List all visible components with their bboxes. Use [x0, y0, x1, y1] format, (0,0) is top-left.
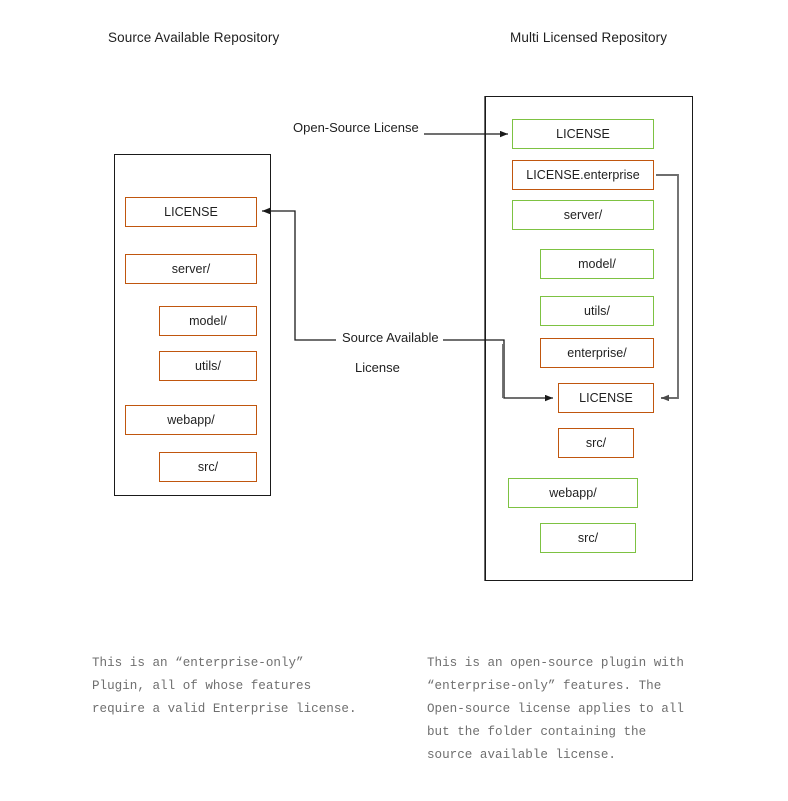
right-repository-caption: This is an open-source plugin with “ente…	[427, 656, 684, 762]
right-file-enterprise[interactable]: enterprise/	[540, 338, 654, 368]
right-file-webapp-src[interactable]: src/	[540, 523, 636, 553]
right-file-license-enterprise[interactable]: LICENSE.enterprise	[512, 160, 654, 190]
right-file-webapp[interactable]: webapp/	[508, 478, 638, 508]
left-file-src[interactable]: src/	[159, 452, 257, 482]
right-file-server[interactable]: server/	[512, 200, 654, 230]
right-repository-title: Multi Licensed Repository	[510, 30, 668, 45]
right-file-model[interactable]: model/	[540, 249, 654, 279]
open-source-license-label: Open-Source License	[293, 120, 419, 135]
left-file-utils[interactable]: utils/	[159, 351, 257, 381]
right-file-enterprise-src[interactable]: src/	[558, 428, 634, 458]
left-repository-title: Source Available Repository	[108, 30, 280, 45]
source-available-license-label-line2: License	[355, 360, 400, 375]
left-repository-caption: This is an “enterprise-only” Plugin, all…	[92, 656, 357, 716]
edge-source-available-to-left-license	[262, 207, 336, 341]
right-file-enterprise-license[interactable]: LICENSE	[558, 383, 654, 413]
source-available-license-label-line1: Source Available	[342, 330, 439, 345]
left-file-license[interactable]: LICENSE	[125, 197, 257, 227]
right-file-utils[interactable]: utils/	[540, 296, 654, 326]
right-file-license[interactable]: LICENSE	[512, 119, 654, 149]
left-file-model[interactable]: model/	[159, 306, 257, 336]
left-file-server[interactable]: server/	[125, 254, 257, 284]
left-file-webapp[interactable]: webapp/	[125, 405, 257, 435]
